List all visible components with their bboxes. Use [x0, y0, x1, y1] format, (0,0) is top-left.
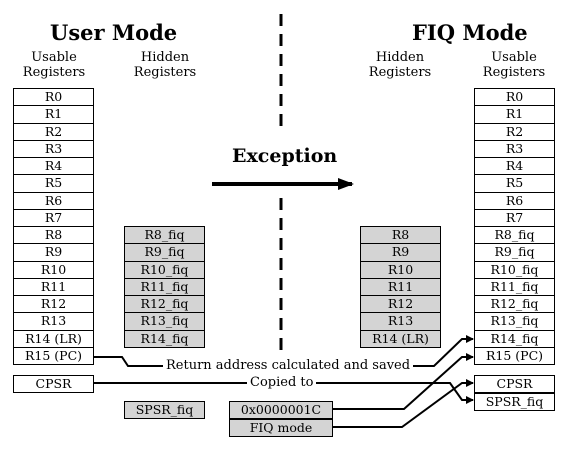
user-mode-title: User Mode: [50, 20, 178, 45]
user-usable-register: R13: [13, 312, 94, 331]
fiq-hidden-header: Hidden Registers: [368, 50, 432, 80]
user-cpsr-register: CPSR: [13, 375, 94, 393]
fiq-usable-register: R3: [474, 139, 555, 158]
user-usable-register: R4: [13, 157, 94, 176]
user-usable-register: R8: [13, 226, 94, 245]
fiq-usable-register: R13_fiq: [474, 312, 555, 331]
return-address-label: Return address calculated and saved: [163, 358, 414, 374]
exception-label: Exception: [232, 145, 338, 167]
fiq-usable-header: Usable Registers: [482, 50, 546, 80]
fiq-usable-register: R7: [474, 208, 555, 227]
fiq-usable-register: R10_fiq: [474, 260, 555, 279]
fiq-usable-register: R9_fiq: [474, 243, 555, 262]
user-hidden-register: R8_fiq: [124, 226, 205, 245]
fiq-usable-register: R2: [474, 122, 555, 141]
fiq-mode-title: FIQ Mode: [412, 20, 528, 45]
vector-address-box: 0x0000001C: [229, 401, 333, 419]
fiq-spsr-fiq-register: SPSR_fiq: [474, 393, 555, 411]
user-usable-register: R7: [13, 208, 94, 227]
user-hidden-header: Hidden Registers: [133, 50, 197, 80]
user-usable-register: R3: [13, 139, 94, 158]
user-usable-header: Usable Registers: [22, 50, 86, 80]
user-hidden-register: R10_fiq: [124, 260, 205, 279]
user-spsr-fiq-register: SPSR_fiq: [124, 401, 205, 419]
vector-to-pc-line: [333, 353, 474, 410]
user-usable-register: R15 (PC): [13, 346, 94, 365]
fiq-usable-register: R5: [474, 174, 555, 193]
user-usable-register: R6: [13, 191, 94, 210]
user-usable-register: R14 (LR): [13, 329, 94, 348]
user-hidden-register: R14_fiq: [124, 329, 205, 348]
mode-to-cpsr-line: [333, 379, 474, 428]
fiq-usable-register: R15 (PC): [474, 346, 555, 365]
user-hidden-register: R11_fiq: [124, 277, 205, 296]
fiq-cpsr-register: CPSR: [474, 375, 555, 393]
fiq-hidden-register: R14 (LR): [360, 329, 441, 348]
fiq-mode-box: FIQ mode: [229, 419, 333, 437]
copied-to-label: Copied to: [247, 375, 317, 391]
